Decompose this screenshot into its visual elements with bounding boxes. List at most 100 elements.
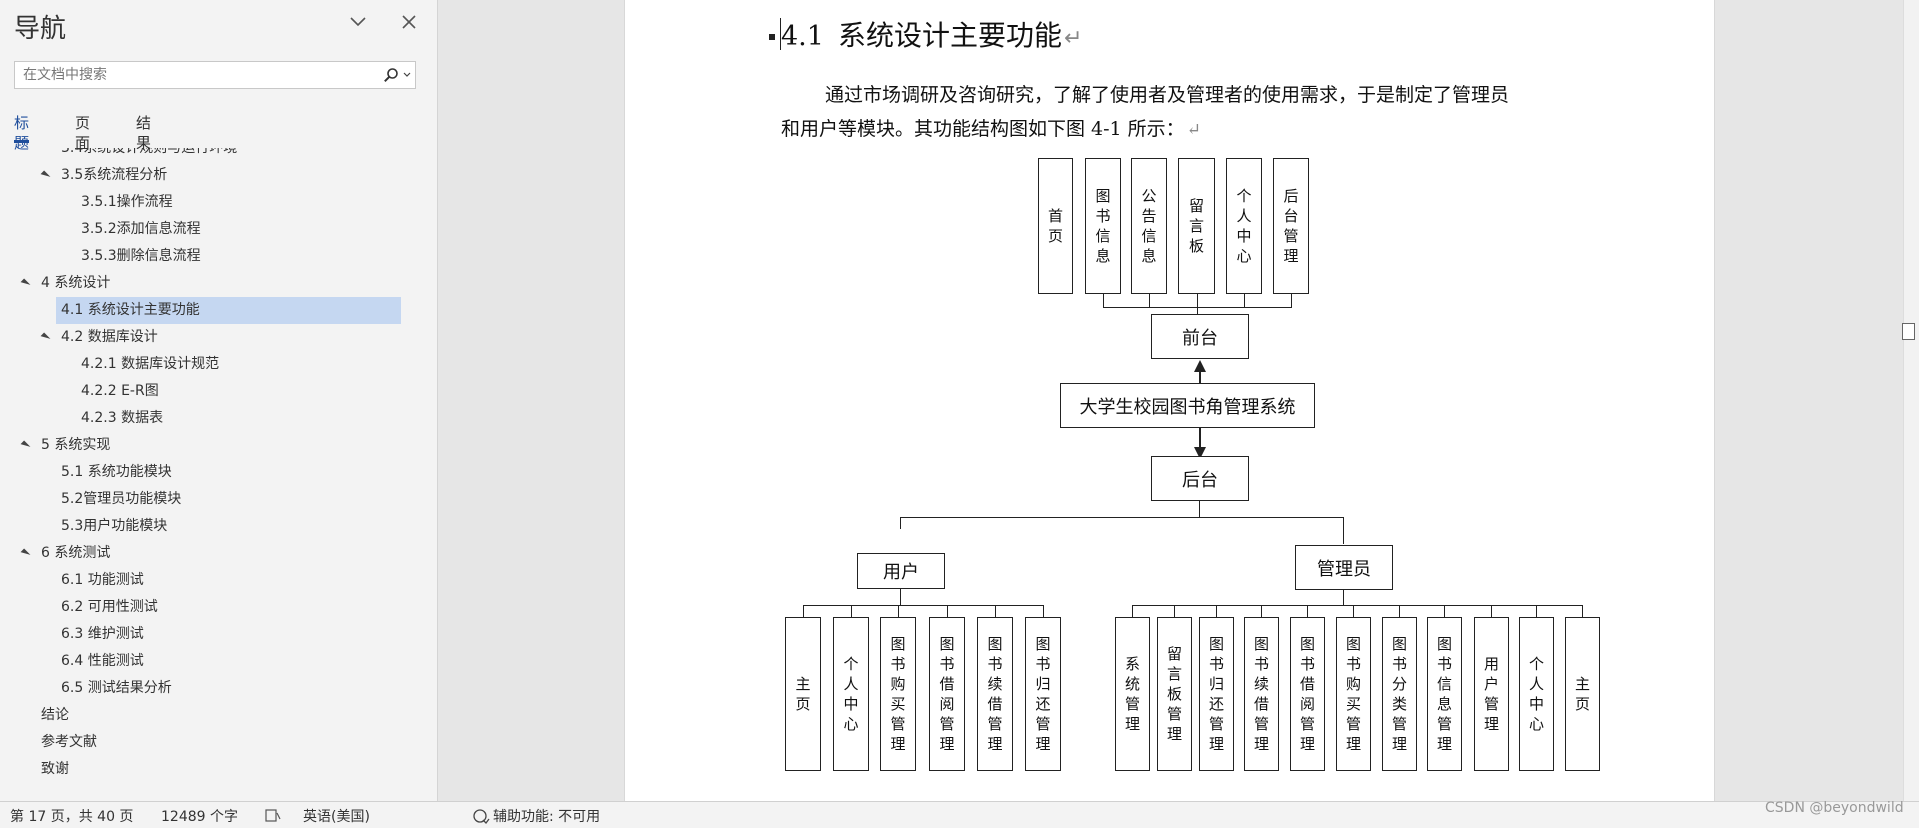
nav-tree-item-label: 3.5系统流程分析	[61, 167, 168, 183]
heading-bullet-mark	[769, 34, 775, 40]
user-module-box-label: 图书购买管理	[890, 635, 906, 753]
nav-tree-item[interactable]: 结论	[0, 702, 437, 729]
nav-tree-item-label: 参考文献	[41, 734, 97, 750]
nav-tree-item-label: 6.1 功能测试	[61, 572, 144, 588]
nav-tree-item-label: 3.5.1操作流程	[81, 194, 173, 210]
nav-tree-item[interactable]: 6 系统测试	[0, 540, 437, 567]
accessibility-status[interactable]: 辅助功能: 不可用	[493, 809, 601, 825]
nav-tree-item-label: 4 系统设计	[41, 275, 111, 291]
connector-line	[1199, 501, 1200, 518]
nav-tree-item-label: 4.2.1 数据库设计规范	[81, 356, 220, 372]
search-input[interactable]	[15, 62, 381, 88]
front-module-box-label: 个人中心	[1236, 187, 1252, 265]
admin-module-box: 图书分类管理	[1382, 617, 1417, 771]
front-box-label: 前台	[1182, 327, 1218, 349]
admin-module-box-label: 系统管理	[1124, 655, 1140, 733]
nav-tree-item-label: 结论	[41, 707, 69, 723]
nav-tree-item[interactable]: 5 系统实现	[0, 432, 437, 459]
nav-tree-item[interactable]: 6.4 性能测试	[0, 648, 437, 675]
nav-tree-item[interactable]: 3.4系统设计规则与运行环境	[0, 148, 437, 162]
tab-pages[interactable]: 页面	[75, 114, 91, 152]
chevron-down-icon[interactable]	[346, 10, 370, 34]
nav-tree-item[interactable]: 4 系统设计	[0, 270, 437, 297]
connector-line	[1149, 294, 1150, 308]
nav-tree-item[interactable]: 6.3 维护测试	[0, 621, 437, 648]
nav-tree-item[interactable]: 3.5.2添加信息流程	[0, 216, 437, 243]
search-icon[interactable]	[383, 67, 399, 83]
nav-tree-item[interactable]: 5.3用户功能模块	[0, 513, 437, 540]
nav-tree-item[interactable]: 5.2管理员功能模块	[0, 486, 437, 513]
front-module-box-label: 图书信息	[1095, 187, 1111, 265]
close-icon[interactable]	[397, 10, 421, 34]
connector-line	[1199, 428, 1201, 450]
user-module-box-label: 图书借阅管理	[939, 635, 955, 753]
language-indicator[interactable]: 英语(美国)	[303, 809, 370, 825]
connector-line	[1291, 294, 1292, 308]
function-structure-diagram: 首页图书信息公告信息留言板个人中心后台管理前台大学生校园图书角管理系统后台用户管…	[625, 150, 1714, 790]
page-count[interactable]: 第 17 页，共 40 页	[10, 809, 134, 825]
user-module-box-label: 主页	[795, 675, 811, 713]
tab-results[interactable]: 结果	[136, 114, 152, 152]
connector-line	[900, 589, 901, 606]
expand-collapse-triangle-icon[interactable]	[20, 278, 31, 289]
connector-line	[1174, 605, 1175, 618]
word-count[interactable]: 12489 个字	[161, 809, 238, 825]
nav-tree-item-label: 6 系统测试	[41, 545, 111, 561]
connector-line	[1582, 605, 1583, 618]
connector-line	[947, 605, 948, 618]
admin-module-box-label: 主页	[1574, 675, 1590, 713]
user-module-box: 图书续借管理	[977, 617, 1013, 771]
expand-collapse-triangle-icon[interactable]	[20, 548, 31, 559]
paragraph-mark: ↵	[1063, 26, 1083, 51]
nav-tree-item[interactable]: 4.2 数据库设计	[0, 324, 437, 351]
user-module-box: 图书购买管理	[880, 617, 916, 771]
admin-module-box-label: 图书分类管理	[1391, 635, 1407, 753]
admin-module-box: 图书借阅管理	[1290, 617, 1325, 771]
nav-tree-item[interactable]: 4.2.1 数据库设计规范	[0, 351, 437, 378]
nav-tree-item-label: 5.1 系统功能模块	[61, 464, 172, 480]
user-module-box: 图书借阅管理	[929, 617, 965, 771]
watermark: CSDN @beyondwild	[1765, 800, 1904, 816]
tab-headings[interactable]: 标题	[14, 114, 30, 152]
expand-collapse-triangle-icon[interactable]	[20, 440, 31, 451]
admin-module-box-label: 图书信息管理	[1436, 635, 1452, 753]
back-box: 后台	[1151, 456, 1249, 501]
nav-tree-item[interactable]: 3.5系统流程分析	[0, 162, 437, 189]
admin-module-box-label: 图书借阅管理	[1299, 635, 1315, 753]
admin-module-box-label: 图书归还管理	[1208, 635, 1224, 753]
vertical-scrollbar[interactable]	[1903, 0, 1919, 801]
proofing-icon[interactable]	[265, 809, 281, 822]
connector-line	[1216, 605, 1217, 618]
nav-tree-item[interactable]: 4.2.3 数据表	[0, 405, 437, 432]
nav-tree-item[interactable]: 参考文献	[0, 729, 437, 756]
front-module-box: 图书信息	[1085, 158, 1121, 294]
nav-tree-item[interactable]: 4.2.2 E-R图	[0, 378, 437, 405]
heading-number: 4.1	[781, 21, 824, 52]
back-box-label: 后台	[1182, 469, 1218, 491]
front-module-box: 个人中心	[1226, 158, 1262, 294]
nav-tree-item[interactable]: 4.1 系统设计主要功能	[0, 297, 437, 324]
user-module-box-label: 图书续借管理	[987, 635, 1003, 753]
nav-tree-item[interactable]: 3.5.3删除信息流程	[0, 243, 437, 270]
connector-line	[1536, 605, 1537, 618]
admin-module-box: 系统管理	[1115, 617, 1150, 771]
nav-tree-item[interactable]: 6.2 可用性测试	[0, 594, 437, 621]
nav-tree-item[interactable]: 5.1 系统功能模块	[0, 459, 437, 486]
nav-tree-item-label: 6.2 可用性测试	[61, 599, 158, 615]
scroll-thumb[interactable]	[1902, 323, 1915, 340]
expand-collapse-triangle-icon[interactable]	[40, 170, 51, 181]
body-paragraph-line: 和用户等模块。其功能结构图如下图 4-1 所示：↵	[781, 114, 1201, 141]
accessibility-icon[interactable]	[472, 808, 490, 824]
connector-line	[1261, 605, 1262, 618]
front-module-box-label: 后台管理	[1283, 187, 1299, 265]
nav-tree-item[interactable]: 致谢	[0, 756, 437, 783]
system-box-label: 大学生校园图书角管理系统	[1079, 396, 1296, 418]
expand-collapse-triangle-icon[interactable]	[40, 332, 51, 343]
nav-tree-item[interactable]: 6.1 功能测试	[0, 567, 437, 594]
search-options-dropdown-icon[interactable]	[402, 70, 412, 80]
connector-line	[995, 605, 996, 618]
user-box: 用户	[857, 553, 945, 589]
nav-tree-item[interactable]: 6.5 测试结果分析	[0, 675, 437, 702]
nav-tree-item[interactable]: 3.5.1操作流程	[0, 189, 437, 216]
